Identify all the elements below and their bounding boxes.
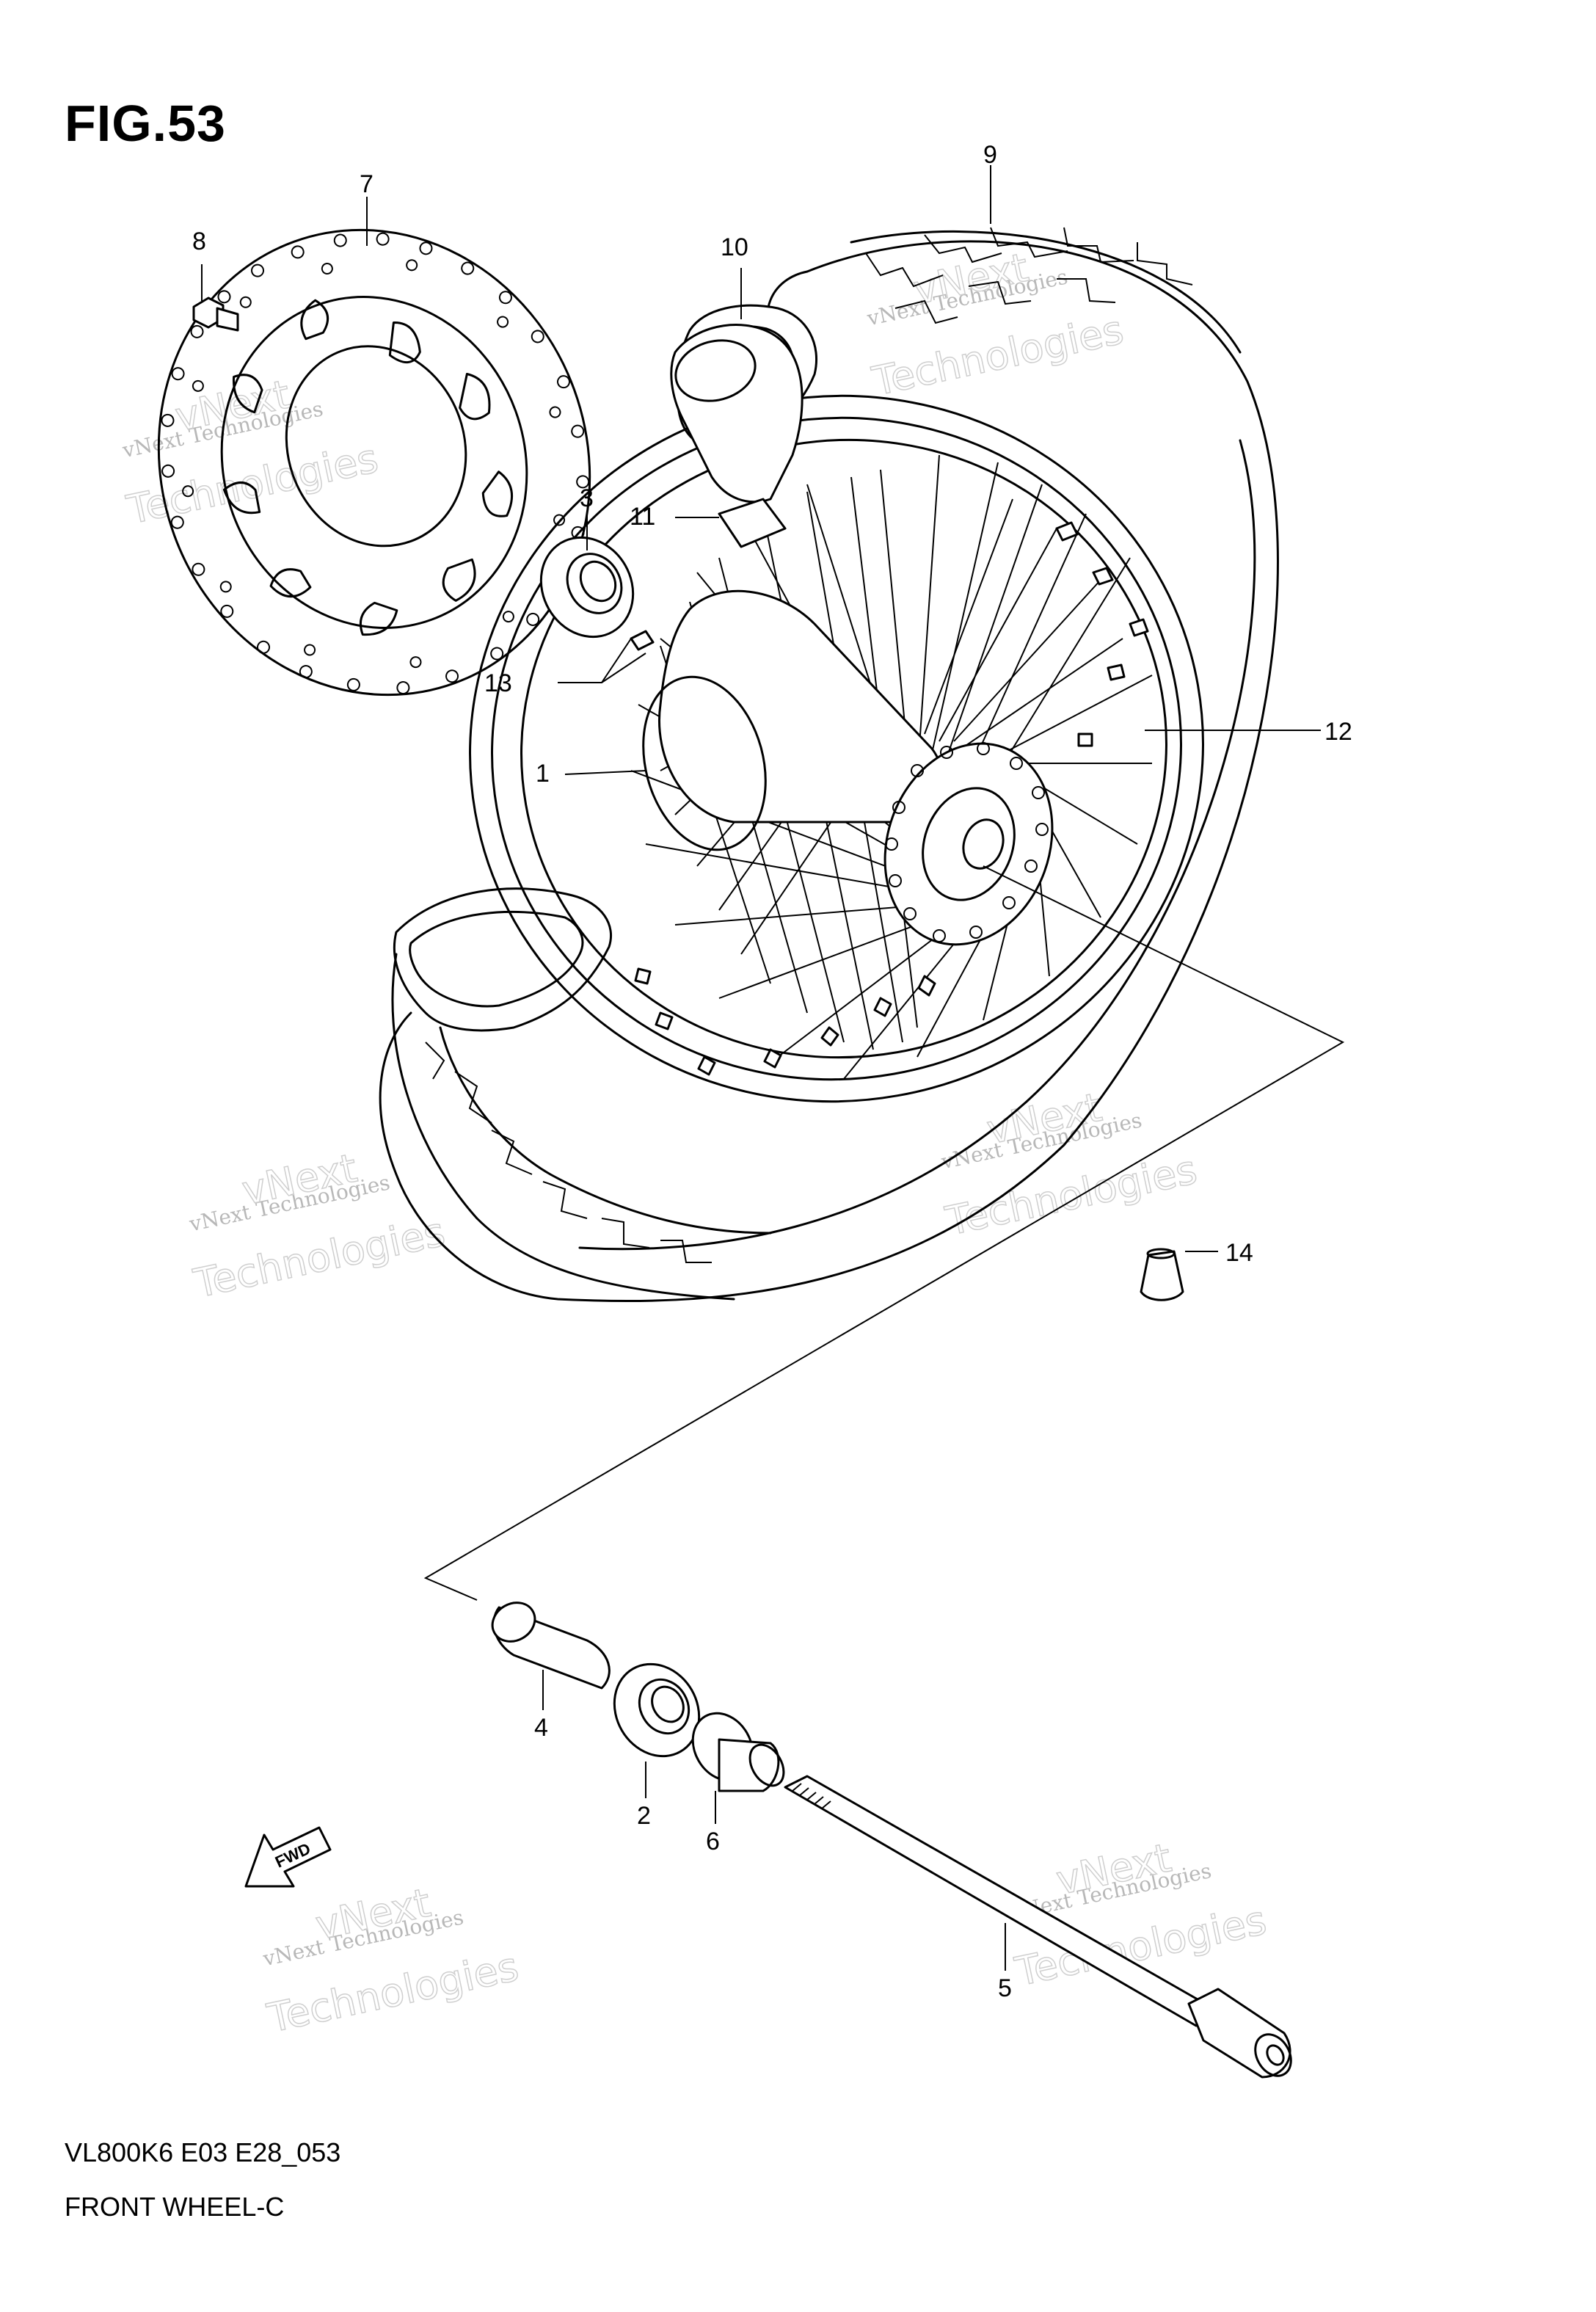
- callout-3: 3: [580, 484, 594, 512]
- callout-7: 7: [360, 170, 374, 198]
- watermark-top-right: Technologies vNext Technologies vNext: [864, 244, 1128, 405]
- callouts: 7 8 9 10 11 3 13 1 12 14 4 2 6 5: [192, 141, 1352, 2002]
- callout-1: 1: [536, 760, 550, 788]
- callout-2: 2: [637, 1802, 651, 1830]
- callout-13: 13: [484, 669, 512, 697]
- watermark-mid-left: Technologies vNext Technologies vNext: [186, 1144, 449, 1307]
- figure-title: FIG.53: [65, 95, 226, 152]
- valve-cap: [1140, 1248, 1184, 1301]
- exploded-axis-lines: [423, 865, 1345, 1601]
- leader-lines: [201, 165, 1321, 1971]
- rim-band: [718, 498, 787, 548]
- disc-bolt: [192, 297, 239, 332]
- axle: [784, 1775, 1292, 2079]
- figure-code: VL800K6 E03 E28_053: [65, 2137, 341, 2167]
- figure-name: FRONT WHEEL-C: [65, 2192, 285, 2222]
- callout-6: 6: [706, 1828, 720, 1855]
- collar: [691, 1712, 785, 1792]
- callout-10: 10: [721, 233, 748, 261]
- bearing-3: [539, 536, 635, 639]
- callout-11: 11: [630, 503, 655, 531]
- watermark-bottom-left: Technologies vNext Technologies vNext: [260, 1879, 523, 2042]
- brake-disc: [157, 228, 591, 697]
- hub: [642, 589, 1054, 946]
- tube: [670, 324, 804, 504]
- spacer: [491, 1602, 611, 1690]
- callout-5: 5: [998, 1974, 1012, 2002]
- callout-8: 8: [192, 228, 206, 255]
- callout-4: 4: [534, 1714, 548, 1742]
- callout-9: 9: [983, 141, 997, 169]
- bearing-2: [613, 1662, 701, 1758]
- watermark-top-left: Technologies vNext Technologies vNext: [120, 371, 382, 534]
- callout-12: 12: [1324, 718, 1352, 746]
- fwd-arrow-icon: FWD: [244, 1826, 332, 1888]
- spoke-nipples: [630, 521, 1149, 1076]
- callout-14: 14: [1225, 1239, 1253, 1267]
